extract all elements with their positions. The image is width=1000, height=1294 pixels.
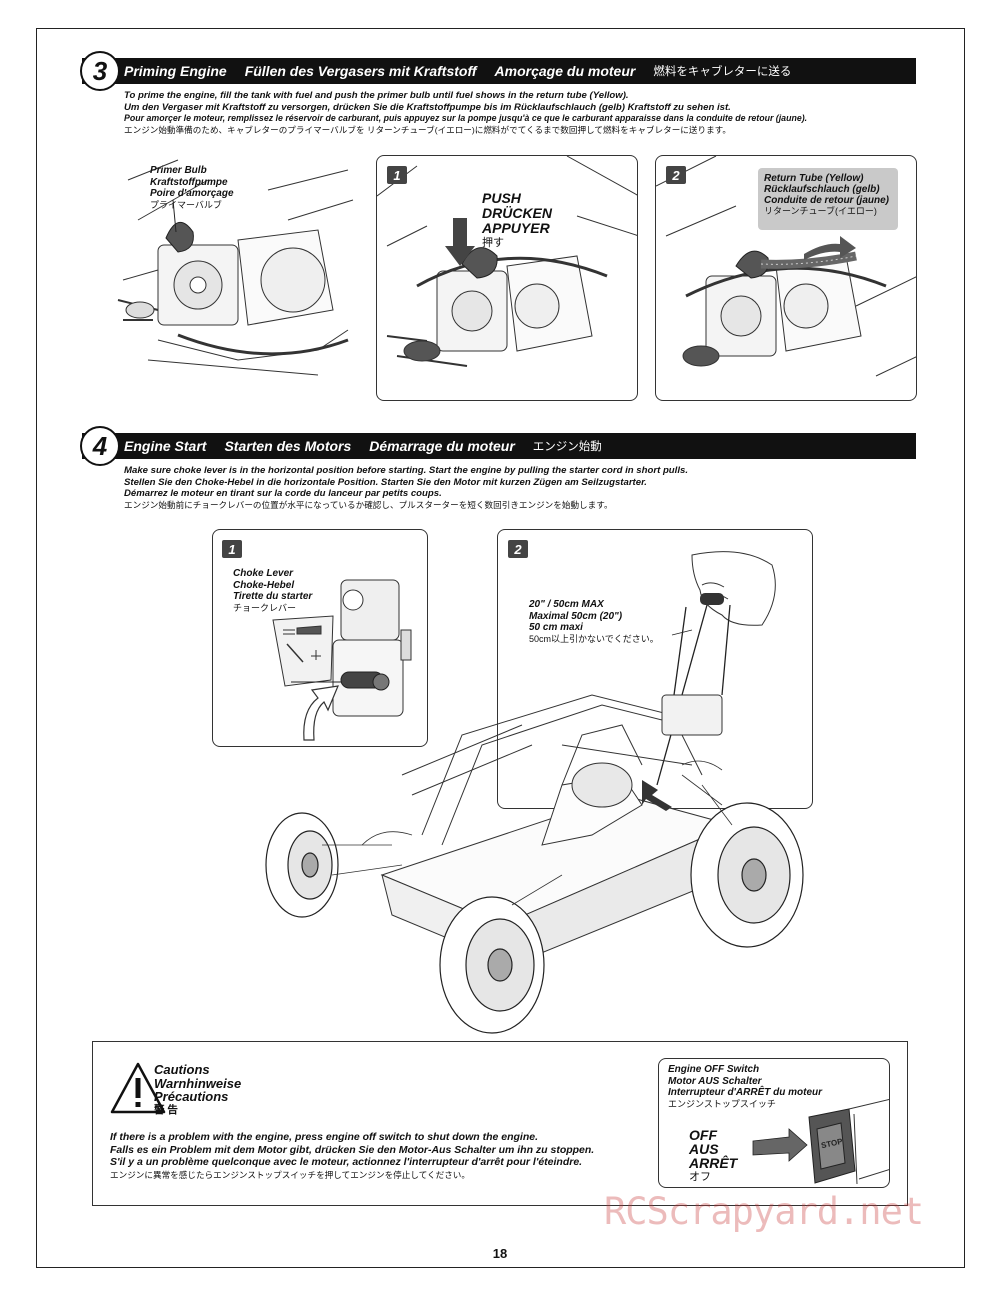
section-4-instr-fr: Démarrez le moteur en tirant sur la cord… (124, 488, 442, 499)
section-3-number: 3 (80, 51, 120, 91)
off-label-fr: ARRÊT (689, 1155, 738, 1171)
engine-off-switch-title-fr: Interrupteur d'ARRÊT du moteur (668, 1087, 823, 1098)
pull-length-label: 20" / 50cm MAX Maximal 50cm (20") 50 cm … (529, 599, 659, 645)
watermark: RCScrapyard.net (604, 1190, 924, 1233)
prime-step-1-illustration (377, 156, 637, 367)
choke-lever-label-en: Choke Lever (233, 568, 294, 579)
section-3-title-de: Füllen des Vergasers mit Kraftstoff (244, 63, 477, 79)
section-3-header: Priming Engine Füllen des Vergasers mit … (82, 58, 916, 84)
primer-bulb-label-fr: Poire d'amorçage (150, 188, 234, 199)
pull-length-label-fr: 50 cm maxi (529, 622, 583, 633)
section-4-header: Engine Start Starten des Motors Démarrag… (82, 433, 916, 459)
section-3-instr-jp: エンジン始動準備のため、キャブレターのプライマーバルブを リターンチューブ(イエ… (124, 124, 732, 135)
section-3-instr-fr: Pour amorçer le moteur, remplissez le ré… (124, 113, 808, 123)
choke-illustration (272, 579, 412, 717)
engine-off-switch-illustration (752, 1098, 889, 1185)
push-label-de: DRÜCKEN (482, 205, 552, 221)
page-number: 18 (492, 1246, 508, 1261)
choke-lever-label-jp: チョークレバー (233, 602, 297, 613)
section-3-title-fr: Amorçage du moteur (494, 63, 636, 79)
prime-step-2-number: 2 (666, 166, 686, 184)
cautions-text: If there is a problem with the engine, p… (110, 1131, 594, 1181)
flow-arrow-icon (804, 236, 856, 260)
return-tube-label-fr: Conduite de retour (jaune) (764, 195, 889, 206)
cautions-text-jp: エンジンに異常を感じたらエンジンストップスイッチを押してエンジンを停止してくださ… (110, 1169, 470, 1180)
prime-step-1-number: 1 (387, 166, 407, 184)
push-label-fr: APPUYER (482, 220, 550, 236)
cautions-title: Cautions Warnhinweise Précautions 警 告 (154, 1063, 241, 1117)
engine-off-switch-title-de: Motor AUS Schalter (668, 1075, 762, 1087)
section-4-title-en: Engine Start (124, 438, 207, 454)
section-4-instructions: Make sure choke lever is in the horizont… (124, 465, 688, 511)
primer-bulb-label: Primer Bulb Kraftstoffpumpe Poire d'amor… (150, 165, 234, 211)
section-4-title-fr: Démarrage du moteur (369, 438, 515, 454)
cautions-text-en: If there is a problem with the engine, p… (110, 1131, 539, 1143)
cautions-title-en: Cautions (154, 1062, 210, 1077)
choke-lever-label: Choke Lever Choke-Hebel Tirette du start… (233, 568, 312, 614)
section-4-instr-en: Make sure choke lever is in the horizont… (124, 465, 688, 476)
start-step-2-number: 2 (508, 540, 528, 558)
push-label: PUSH DRÜCKEN APPUYER 押す (482, 191, 552, 251)
return-tube-label-de: Rücklaufschlauch (gelb) (764, 184, 880, 195)
cautions-box (92, 1041, 908, 1206)
buggy-illustration (265, 551, 804, 1034)
section-3-instr-en: To prime the engine, fill the tank with … (124, 90, 629, 101)
pull-length-label-en: 20" / 50cm MAX (529, 599, 604, 610)
return-tube-label-en: Return Tube (Yellow) (764, 173, 864, 184)
pull-length-label-de: Maximal 50cm (20") (529, 610, 623, 622)
section-3-title-en: Priming Engine (124, 63, 227, 79)
prime-step-1-panel (376, 155, 638, 401)
primer-bulb-label-de: Kraftstoffpumpe (150, 176, 228, 188)
choke-arrow-icon (303, 685, 339, 741)
pull-length-label-jp: 50cm以上引かないでください。 (529, 633, 659, 644)
pointer-arrow-icon (642, 780, 672, 811)
page-frame (36, 28, 965, 1268)
choke-lever-label-de: Choke-Hebel (233, 579, 295, 591)
section-4-instr-jp: エンジン始動前にチョークレバーの位置が水平になっているか確認し、プルスターターを… (124, 499, 613, 510)
push-arrow-icon (445, 218, 475, 266)
warning-triangle-icon (110, 1062, 166, 1114)
off-label-de: AUS (689, 1141, 719, 1157)
off-label-jp: オフ (689, 1171, 711, 1183)
section-3-title-jp: 燃料をキャブレターに送る (653, 66, 792, 78)
engine-off-switch-title: Engine OFF Switch Motor AUS Schalter Int… (668, 1064, 822, 1110)
cautions-title-jp: 警 告 (154, 1103, 178, 1116)
cautions-text-de: Falls es ein Problem mit dem Motor gibt,… (110, 1143, 595, 1156)
section-3-instructions: To prime the engine, fill the tank with … (124, 90, 807, 136)
section-4-instr-de: Stellen Sie den Choke-Hebel in die horiz… (124, 476, 647, 488)
primer-bulb-label-en: Primer Bulb (150, 165, 207, 176)
push-label-jp: 押す (482, 237, 504, 249)
primer-bulb-label-jp: プライマーバルブ (150, 199, 222, 210)
engine-off-switch-box: STOP (658, 1058, 890, 1188)
section-4-number: 4 (80, 426, 120, 466)
cautions-text-fr: S'il y a un problème quelconque avec le … (110, 1156, 583, 1169)
start-step-1-number: 1 (222, 540, 242, 558)
cautions-title-de: Warnhinweise (154, 1075, 242, 1091)
return-tube-label: Return Tube (Yellow) Rücklaufschlauch (g… (758, 168, 898, 230)
prime-step-2-illustration (656, 156, 916, 377)
engine-off-switch-title-en: Engine OFF Switch (668, 1064, 760, 1075)
primer-bulb-illustration (117, 159, 354, 376)
section-3-instr-de: Um den Vergaser mit Kraftstoff zu versor… (124, 101, 731, 113)
off-label-en: OFF (689, 1127, 717, 1143)
engine-off-switch-title-jp: エンジンストップスイッチ (668, 1098, 776, 1109)
push-label-en: PUSH (482, 190, 521, 206)
cautions-title-fr: Précautions (154, 1089, 229, 1104)
section-4-title-jp: エンジン始動 (532, 441, 602, 453)
off-labels: OFF AUS ARRÊT オフ (689, 1128, 737, 1184)
section-4-title-de: Starten des Motors (224, 438, 352, 454)
return-tube-label-jp: リターンチューブ(イエロー) (764, 206, 877, 216)
start-step-1-panel (212, 529, 428, 747)
choke-lever-label-fr: Tirette du starter (233, 591, 313, 602)
